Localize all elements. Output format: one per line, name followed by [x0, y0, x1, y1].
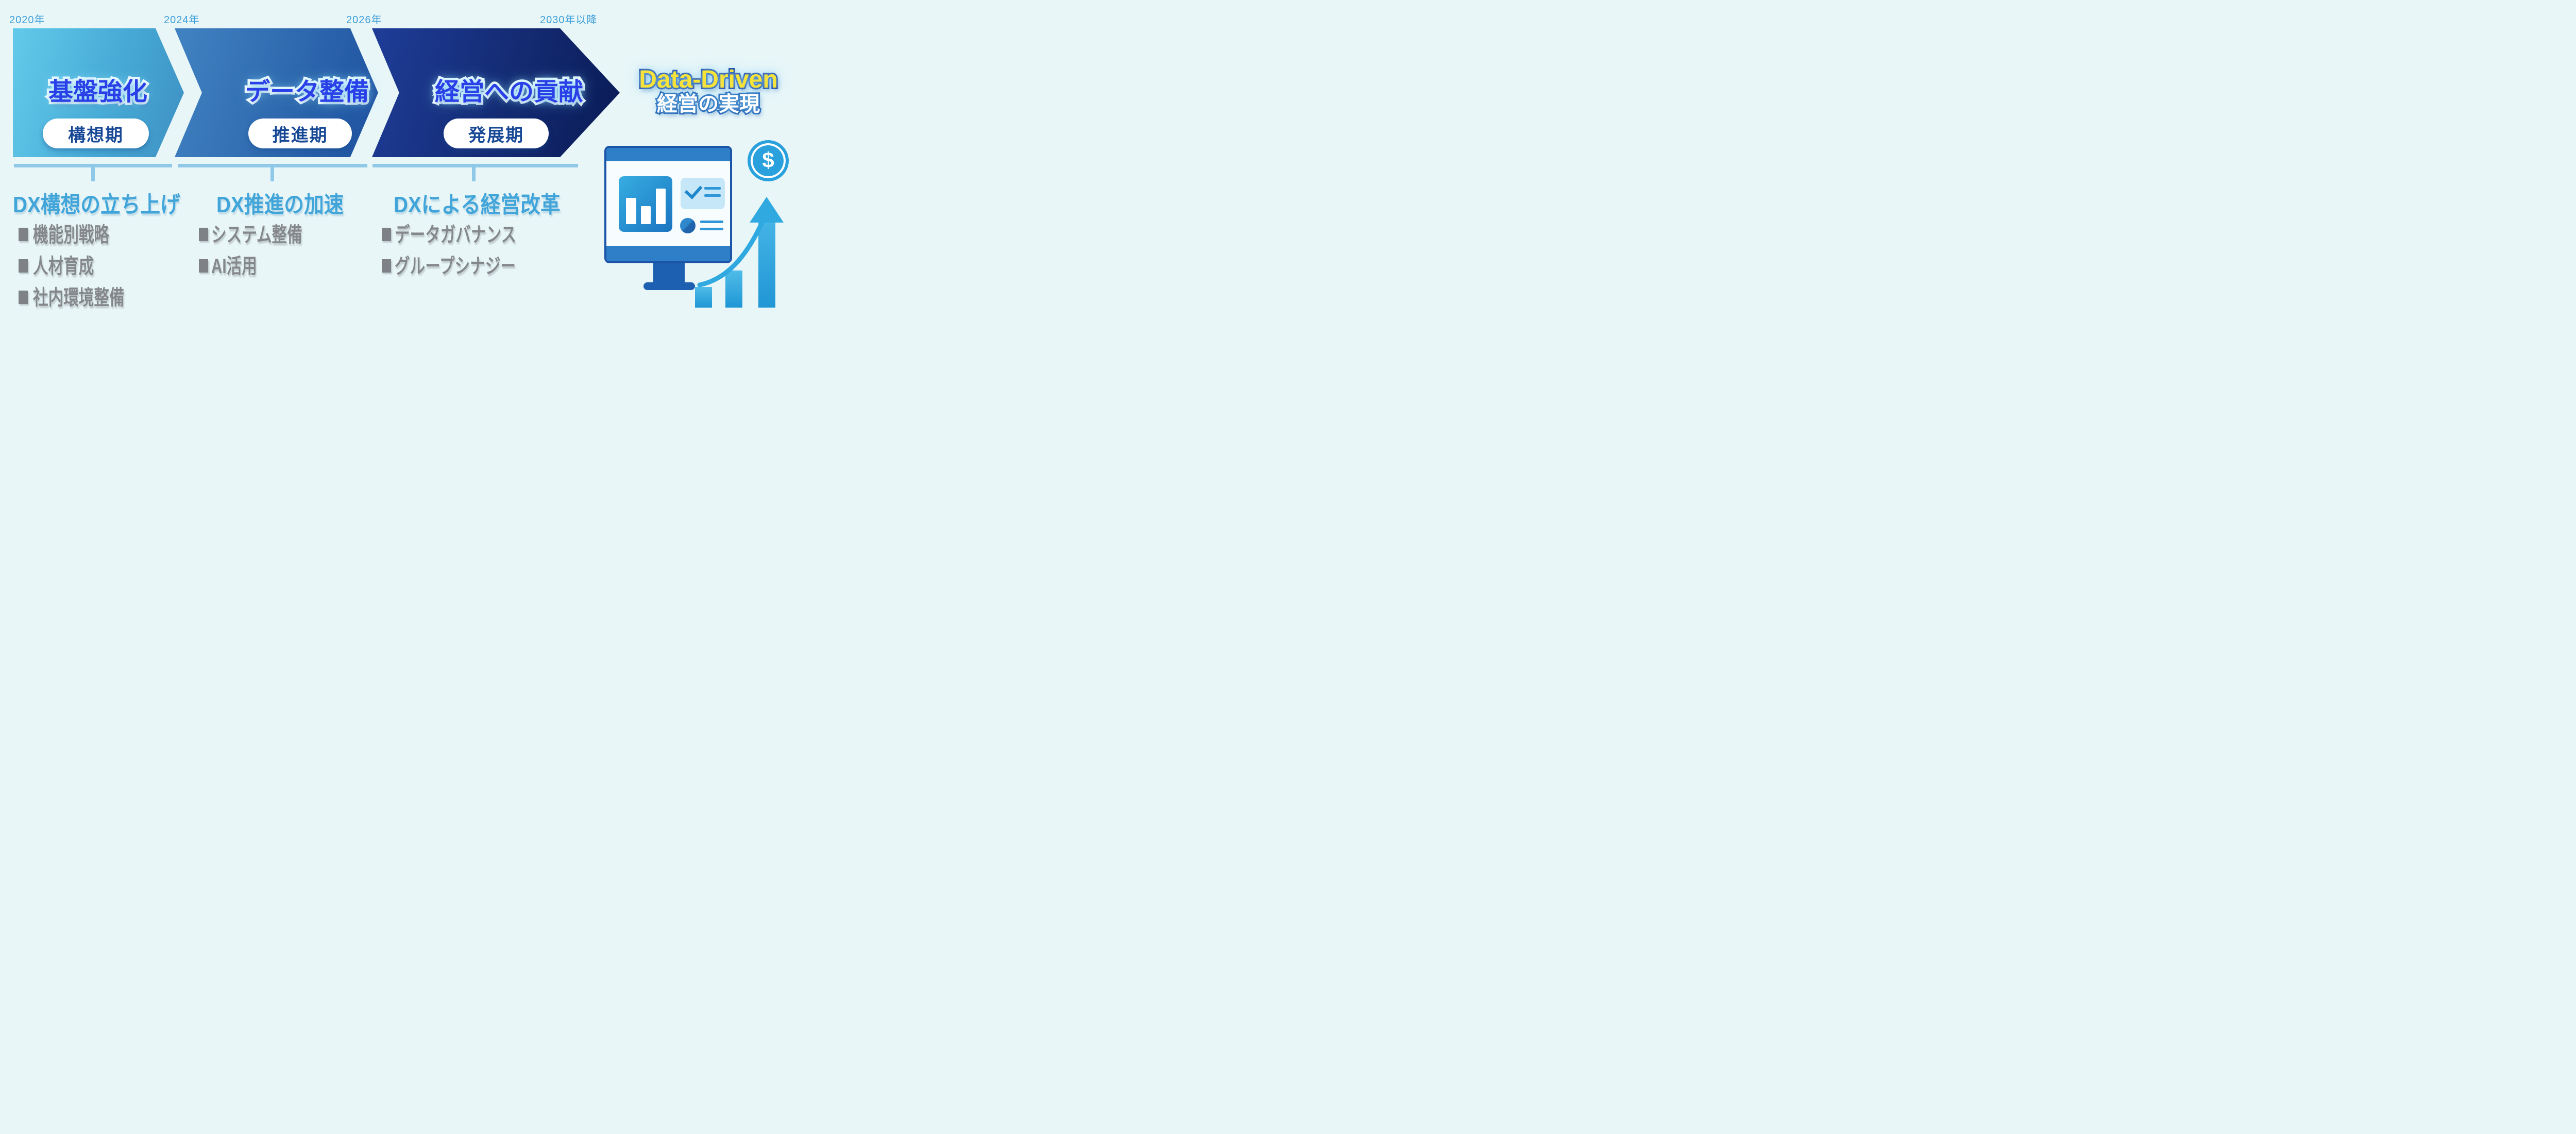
text-line	[704, 187, 721, 190]
bullet-item: 機能別戦略	[33, 223, 136, 247]
bar-chart-icon	[619, 176, 672, 232]
goal-block: Data-Driven 経営の実現	[621, 65, 796, 116]
bullet-square-icon	[19, 259, 28, 273]
dollar-coin-icon: $	[748, 140, 789, 181]
bullet-item-text: AI活用	[211, 255, 257, 278]
text-line	[704, 194, 721, 197]
bullet-square-icon	[19, 228, 28, 241]
stage-badge-3-label: 発展期	[468, 125, 524, 145]
bullet-item-text: 人材育成	[33, 255, 94, 278]
monitor-bezel	[606, 246, 730, 261]
bracket-tick-3	[472, 167, 476, 181]
stage-badge-3: 発展期	[444, 119, 549, 148]
phase-title-2: データ整備	[243, 76, 371, 108]
bracket-tick-2	[270, 167, 274, 181]
monitor-dashboard-icon	[604, 146, 732, 263]
monitor-header-bar	[606, 148, 730, 161]
section-heading-2: DX推進の加速	[216, 192, 361, 217]
bracket-line-3	[372, 164, 578, 167]
bar-1	[626, 198, 636, 224]
stage-badge-2-label: 推進期	[272, 125, 328, 145]
section-heading-2-text: DX推進の加速	[216, 192, 344, 217]
monitor-stand	[653, 262, 685, 283]
bullet-square-icon	[382, 228, 391, 241]
section-heading-3: DXによる経営改革	[394, 192, 583, 217]
goal-title-english: Data-Driven	[637, 65, 779, 94]
bullet-item: グループシナジー	[395, 255, 558, 278]
bullet-item-text: グループシナジー	[395, 255, 516, 278]
growth-bar-2	[725, 270, 742, 308]
bullet-item: 社内環境整備	[33, 286, 157, 310]
arrow-head-icon	[750, 197, 784, 223]
year-label-2020: 2020年	[9, 14, 45, 26]
rising-curve	[697, 219, 765, 287]
dollar-symbol: $	[762, 148, 774, 172]
bracket-tick-1	[91, 167, 95, 181]
section-heading-1-text: DX構想の立ち上げ	[13, 192, 180, 217]
year-label-2024: 2024年	[164, 14, 200, 26]
bullet-item: AI活用	[211, 255, 273, 278]
bullet-item-text: データガバナンス	[395, 224, 517, 246]
section-heading-3-text: DXによる経営改革	[394, 192, 561, 217]
year-label-2030: 2030年以降	[540, 14, 598, 26]
bar-2	[641, 206, 651, 224]
growth-bar-1	[695, 287, 712, 308]
bracket-line-1	[14, 164, 172, 167]
stage-badge-1: 構想期	[43, 119, 149, 148]
bullet-square-icon	[382, 259, 391, 273]
bullet-square-icon	[199, 228, 208, 241]
bar-3	[656, 189, 666, 224]
year-label-2026: 2026年	[346, 14, 382, 26]
bullet-item: 人材育成	[33, 255, 115, 278]
growth-chart-icon	[695, 197, 784, 308]
checklist-card-icon	[681, 178, 725, 209]
section-heading-1: DX構想の立ち上げ	[13, 192, 203, 217]
text-line	[700, 221, 723, 223]
goal-title-japanese: 経営の実現	[655, 92, 761, 116]
bullet-square-icon	[19, 291, 28, 304]
bullet-item-text: システム整備	[211, 224, 302, 246]
bullet-item-text: 社内環境整備	[33, 286, 125, 309]
bullet-square-icon	[199, 259, 208, 273]
bullet-item: データガバナンス	[395, 223, 559, 247]
monitor-base	[643, 282, 695, 290]
stage-badge-1-label: 構想期	[68, 125, 124, 145]
bullet-item-text: 機能別戦略	[33, 224, 109, 246]
phase-title-1: 基盤強化	[46, 76, 149, 108]
phase-title-3: 経営への貢献	[432, 76, 585, 108]
bracket-line-2	[178, 164, 367, 167]
pie-circle-icon	[680, 218, 696, 233]
stage-badge-2: 推進期	[248, 119, 352, 148]
bullet-item: システム整備	[211, 223, 334, 247]
text-line	[700, 228, 723, 230]
growth-bar-3	[758, 220, 775, 308]
